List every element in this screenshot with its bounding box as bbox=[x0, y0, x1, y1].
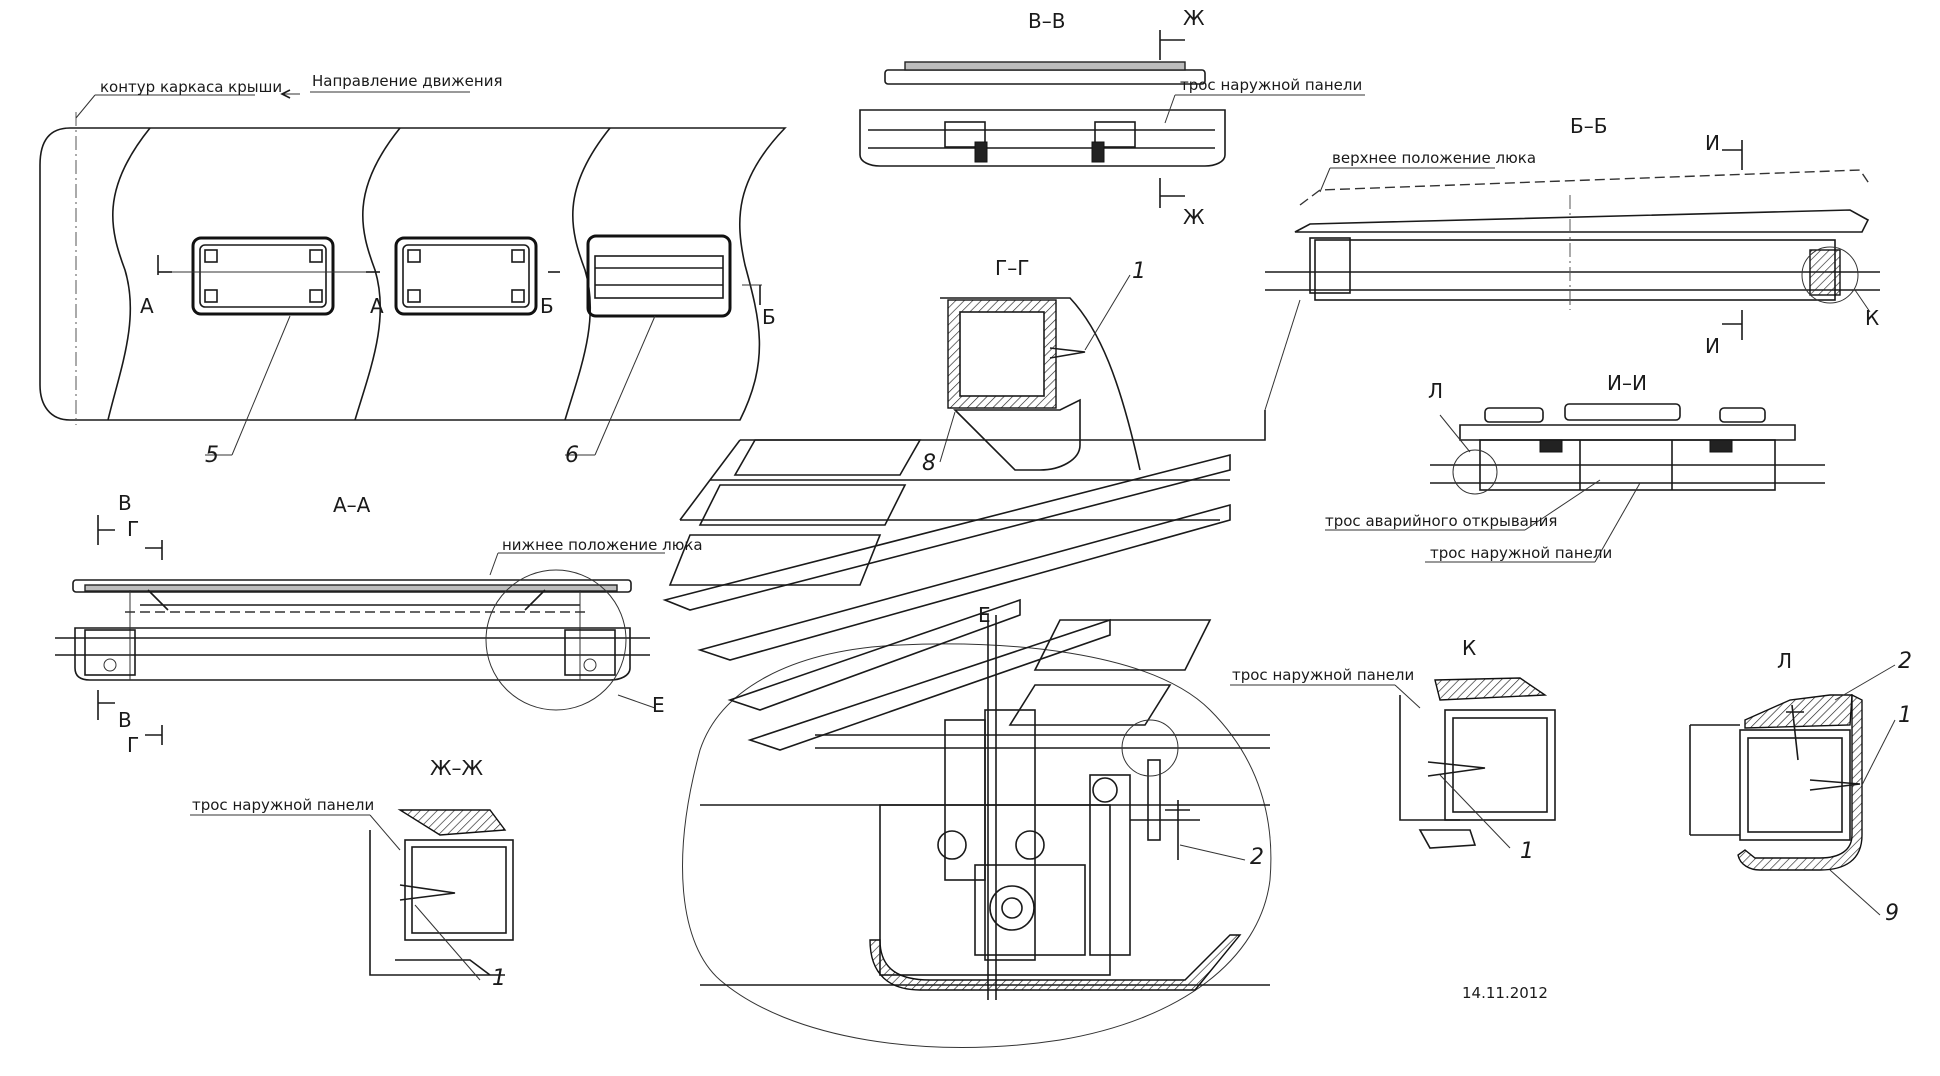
section-zhzh: Ж–Ж трос наружной панели 1 bbox=[190, 756, 514, 991]
cable-outer-label-3: трос наружной панели bbox=[1430, 544, 1612, 562]
section-gg: Г–Г 1 8 bbox=[922, 256, 1146, 476]
detail-k-title: К bbox=[1462, 636, 1476, 660]
callout-5: 5 bbox=[205, 443, 219, 468]
callout-9: 9 bbox=[1885, 901, 1899, 926]
callout-8: 8 bbox=[922, 451, 936, 476]
marker-g-bottom: Г bbox=[127, 733, 139, 757]
section-vv-title: В–В bbox=[1028, 9, 1065, 33]
callout-1-l: 1 bbox=[1898, 703, 1912, 728]
callout-2-l: 2 bbox=[1898, 649, 1912, 674]
roof-outline-label: контур каркаса крыши bbox=[100, 78, 282, 96]
section-bb-title: Б–Б bbox=[1570, 114, 1607, 138]
section-bb: Б–Б К И И верхнее положение люка bbox=[1264, 114, 1880, 411]
detail-k: К трос наружной панели 1 bbox=[1230, 636, 1556, 864]
section-gg-title: Г–Г bbox=[995, 256, 1029, 280]
section-aa-title: А–А bbox=[333, 493, 371, 517]
callout-1-zhzh: 1 bbox=[492, 966, 506, 991]
callout-2-e: 2 bbox=[1250, 845, 1264, 870]
marker-v-bottom: В bbox=[118, 708, 132, 732]
marker-b-left: Б bbox=[540, 294, 554, 318]
marker-e: Е bbox=[652, 693, 665, 717]
marker-i-bottom: И bbox=[1705, 334, 1720, 358]
section-ii-title: И–И bbox=[1607, 371, 1647, 395]
marker-i-top: И bbox=[1705, 131, 1720, 155]
marker-a-right: А bbox=[370, 294, 384, 318]
drawing-date: 14.11.2012 bbox=[1462, 984, 1548, 1002]
section-vv: В–В трос наружной панели Ж Ж bbox=[859, 6, 1365, 229]
marker-v-top: В bbox=[118, 491, 132, 515]
cable-emergency-label: трос аварийного открывания bbox=[1325, 512, 1557, 530]
cable-outer-label-1: трос наружной панели bbox=[192, 796, 374, 814]
section-ii: И–И Л трос аварийного открывания трос на… bbox=[1325, 371, 1825, 563]
marker-b-right: Б bbox=[762, 305, 776, 329]
roof-plan-view: контур каркаса крыши Направление движени… bbox=[39, 72, 787, 468]
marker-g-top: Г bbox=[127, 517, 139, 541]
marker-k: К bbox=[1865, 306, 1879, 330]
lower-position-label: нижнее положение люка bbox=[502, 536, 703, 554]
marker-zh-top: Ж bbox=[1183, 6, 1205, 30]
callout-1-gg: 1 bbox=[1132, 259, 1146, 284]
marker-a-left: А bbox=[140, 294, 154, 318]
marker-zh-bottom: Ж bbox=[1183, 205, 1205, 229]
section-zhzh-title: Ж–Ж bbox=[430, 756, 484, 780]
callout-1-k: 1 bbox=[1520, 839, 1534, 864]
callout-6: 6 bbox=[565, 443, 579, 468]
section-aa: А–А Е В Г В Г нижнее положение люка bbox=[55, 491, 703, 757]
detail-l: Л 2 1 9 bbox=[1689, 649, 1912, 926]
upper-position-label: верхнее положение люка bbox=[1332, 149, 1536, 167]
detail-e: Е bbox=[662, 410, 1272, 1048]
detail-l-title: Л bbox=[1777, 649, 1792, 673]
cable-outer-label-2: трос наружной панели bbox=[1180, 76, 1362, 94]
direction-label: Направление движения bbox=[312, 72, 502, 90]
cable-outer-label-4: трос наружной панели bbox=[1232, 666, 1414, 684]
marker-l: Л bbox=[1428, 379, 1443, 403]
